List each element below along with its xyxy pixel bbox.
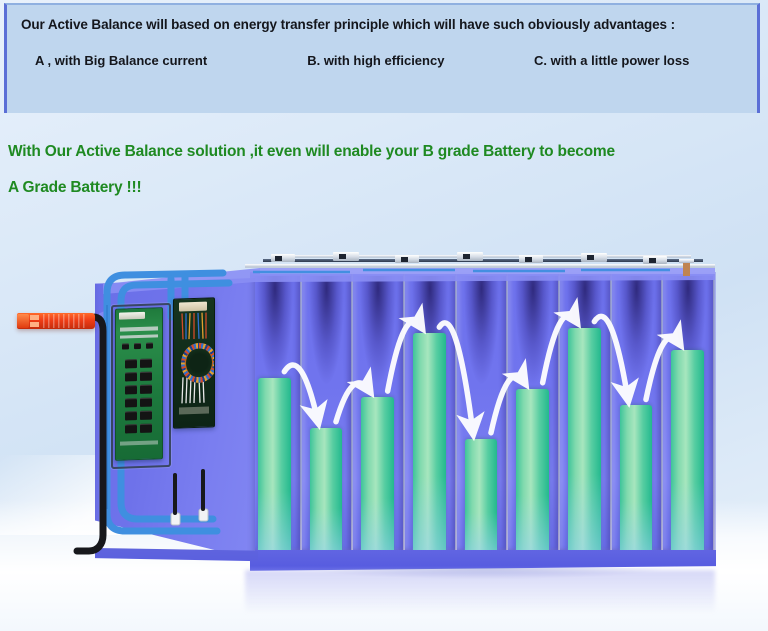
- bms-mosfet-6: [140, 384, 152, 394]
- connector-contact-upper: [30, 315, 39, 320]
- pack-end-face-base: [95, 548, 258, 562]
- bms-mosfet-11: [125, 424, 137, 434]
- busbar-assembly: [103, 252, 715, 294]
- bms-ic-2: [134, 342, 141, 350]
- bms-ribbon-connector: [119, 311, 145, 320]
- bms-component-strip-3: [120, 440, 158, 446]
- advantages-banner: Our Active Balance will based on energy …: [4, 3, 760, 113]
- cell-seam: [661, 272, 665, 550]
- active-balancer-transformer-board: [173, 297, 215, 429]
- connector-ribs: [43, 314, 85, 328]
- banner-headline: Our Active Balance will based on energy …: [21, 17, 675, 32]
- power-connector-red: [17, 313, 95, 329]
- bms-mosfet-4: [140, 371, 152, 381]
- cell-charge-level: [257, 377, 291, 550]
- cell-seam: [713, 272, 716, 550]
- bms-component-strip-1: [120, 326, 158, 332]
- connector-tip: [17, 314, 29, 328]
- bms-main-board: [115, 307, 163, 461]
- black-power-cable: [73, 313, 107, 555]
- banner-option-c: C. with a little power loss: [534, 53, 690, 68]
- bms-mosfet-5: [125, 385, 137, 395]
- bms-mosfet-9: [125, 411, 137, 421]
- bms-mosfet-10: [140, 410, 152, 420]
- bms-mosfet-8: [140, 397, 152, 407]
- bms-mosfet-1: [125, 359, 137, 369]
- bms-ic-3: [146, 342, 153, 349]
- promo-headline-line-2: A Grade Battery !!!: [8, 179, 142, 196]
- promo-headline-line-1: With Our Active Balance solution ,it eve…: [8, 143, 615, 160]
- bms-mosfet-7: [125, 398, 137, 408]
- promo-headline: With Our Active Balance solution ,it eve…: [8, 134, 768, 206]
- pack-ground-shadow: [245, 568, 725, 598]
- pack-bottom-rail: [250, 550, 716, 571]
- cell-charge-level: [309, 427, 343, 550]
- busbar-group: [245, 252, 715, 276]
- cell-seam: [558, 272, 561, 550]
- cell-seam: [609, 272, 613, 550]
- bms-mosfet-3: [125, 372, 137, 382]
- connector-contact-lower: [30, 322, 39, 327]
- cell-seam: [403, 272, 406, 550]
- battery-pack-illustration: [17, 250, 725, 614]
- cell-charge-level: [464, 438, 498, 550]
- banner-option-a: A , with Big Balance current: [35, 53, 208, 68]
- wiring-harness: [73, 269, 233, 555]
- banner-option-b: B. with high efficiency: [307, 53, 445, 68]
- bms-component-strip-2: [120, 334, 158, 339]
- cell-charge-level: [619, 405, 653, 550]
- bms-ic-1: [122, 343, 129, 350]
- toroid-transformer: [181, 342, 215, 384]
- bms-mosfet-12: [140, 423, 152, 433]
- pack-floor-reflection: [245, 570, 715, 614]
- banner-options-row: A , with Big Balance current B. with hig…: [21, 53, 751, 68]
- bms-mosfet-2: [140, 358, 152, 368]
- blue-balance-cables: [103, 269, 233, 535]
